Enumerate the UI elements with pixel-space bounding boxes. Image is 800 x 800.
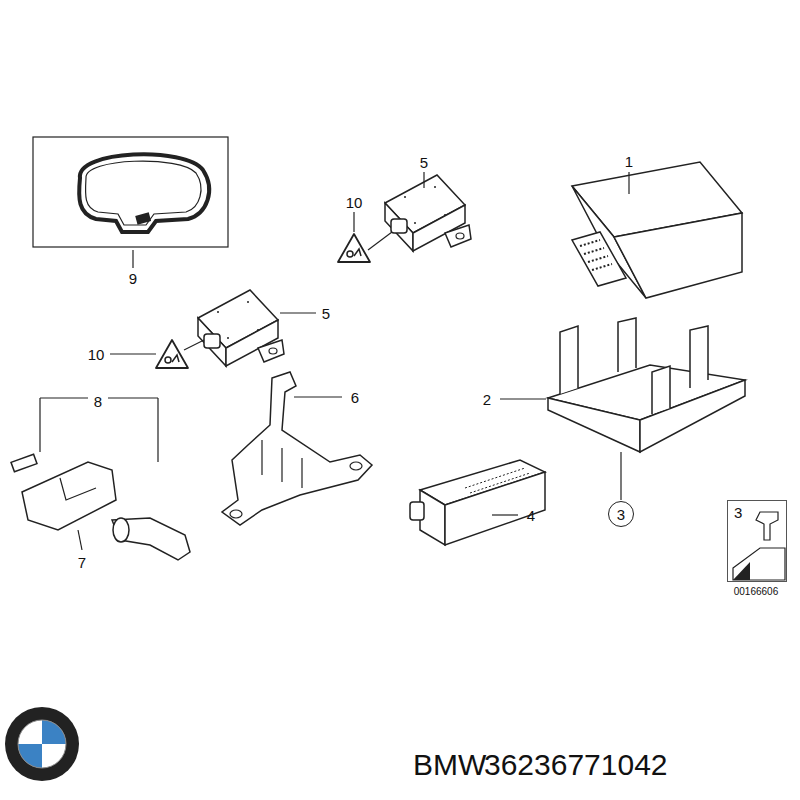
callout-number: 10 xyxy=(346,195,363,210)
callout-number: 6 xyxy=(351,390,359,405)
callout-number: 7 xyxy=(78,555,86,570)
callout-number: 5 xyxy=(420,155,428,170)
callout-circle: 3 xyxy=(608,501,634,527)
callout-number: 3 xyxy=(617,507,625,522)
callout-number: 9 xyxy=(129,271,137,286)
callout-number: 10 xyxy=(88,347,105,362)
part-number-text: 36236771042 xyxy=(484,750,668,780)
callout-number: 3 xyxy=(734,504,742,521)
callout-number: 2 xyxy=(483,392,491,407)
callout-number: 5 xyxy=(322,306,330,321)
callout-number: 8 xyxy=(94,394,102,409)
part-number-text: BMW xyxy=(413,750,486,780)
detail-inset-box: 3 xyxy=(727,500,787,582)
callout-number: 1 xyxy=(625,154,633,169)
callout-number: 4 xyxy=(527,508,535,523)
diagram-code: 00166606 xyxy=(734,587,779,597)
